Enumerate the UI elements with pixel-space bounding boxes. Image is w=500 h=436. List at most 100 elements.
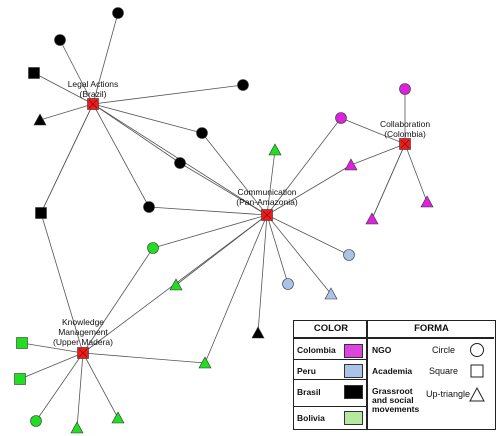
edge-comm — [266, 214, 350, 256]
legend-category-ngo: NGO — [372, 345, 392, 355]
edge-know — [35, 352, 84, 422]
brasil-triangle-node — [251, 326, 265, 339]
hub-label-know-line3: (Upper Madera) — [53, 337, 113, 347]
legend-country-bolivia: Bolivia — [297, 413, 325, 423]
edge-legal — [92, 84, 244, 105]
edge-cross-link — [201, 132, 268, 216]
edge-legal — [92, 103, 203, 134]
hubs-layer — [77, 98, 411, 359]
legend-row-rule — [294, 379, 366, 380]
edge-legal — [33, 72, 94, 105]
hub-label-collab-line1: Collaboration — [380, 119, 430, 129]
legend-color-header: COLOR — [313, 323, 349, 334]
edge-comm — [257, 214, 268, 334]
legend-category-grassroot: Grassroot and social movements — [372, 386, 420, 414]
bolivia-triangle-node — [70, 421, 84, 434]
legend-country-colombia: Colombia — [297, 345, 336, 355]
hub-label-comm-line1: Communication — [237, 187, 296, 197]
hub-label-comm-line2: (Pan-Amazonia) — [236, 197, 298, 207]
legend-swatch-brasil — [344, 385, 363, 399]
edge-know — [76, 352, 84, 429]
colombia-triangle-node — [420, 195, 434, 208]
edge-comm — [266, 214, 332, 295]
edge-cross-link — [266, 164, 352, 216]
brasil-circle-node — [174, 157, 186, 169]
legend-divider-main — [366, 321, 368, 429]
brasil-circle-node — [54, 34, 66, 46]
legend-shape-circle-label: Circle — [432, 345, 456, 355]
edge-cross-link — [82, 247, 154, 354]
edge-cross-link — [40, 212, 84, 354]
edge-legal — [92, 103, 150, 208]
edge-know — [82, 352, 119, 419]
edge-legal — [39, 103, 94, 121]
edge-cross-link — [148, 206, 268, 216]
legend-shape-icons — [469, 343, 485, 402]
legend-table: COLOR FORMA Colombia Peru Brasil Bolivia… — [293, 320, 496, 430]
edge-collab — [350, 143, 406, 166]
square-icon — [470, 364, 484, 378]
legend-header-rule — [294, 337, 494, 339]
brasil-circle-node — [143, 201, 155, 213]
bolivia-triangle-node — [198, 356, 212, 369]
triangle-icon — [469, 386, 485, 402]
edges-layer — [19, 12, 428, 429]
edge-know — [19, 352, 84, 380]
edge-collab — [404, 143, 428, 203]
brasil-triangle-node — [33, 113, 47, 126]
bolivia-circle-node — [147, 242, 159, 254]
hub-label-know-line1: Knowledge — [62, 317, 104, 327]
edge-comm — [204, 214, 268, 364]
edge-cross-link — [40, 103, 94, 214]
hub-label-legal-line1: Legal Actions — [68, 79, 119, 89]
legend-swatch-peru — [344, 364, 363, 378]
legend-country-peru: Peru — [297, 366, 316, 376]
edge-cross-link — [371, 143, 406, 220]
brasil-circle-node — [196, 127, 208, 139]
hub-cross-mark — [262, 210, 272, 220]
brasil-circle-node — [112, 7, 124, 19]
edge-comm — [266, 149, 276, 216]
colombia-circle-node — [335, 112, 347, 124]
legend-row-rule — [294, 359, 366, 360]
hub-label-collab-line2: (Colombia) — [384, 129, 426, 139]
bolivia-square-node — [14, 373, 26, 385]
legend-country-brasil: Brasil — [297, 387, 321, 397]
peru-triangle-node — [324, 287, 338, 300]
legend-shape-triangle-label: Up-triangle — [426, 389, 471, 399]
edge-cross-link — [179, 162, 268, 216]
circle-icon — [470, 343, 484, 357]
edge-know — [21, 342, 84, 354]
brasil-square-node — [35, 207, 47, 219]
brasil-square-node — [28, 67, 40, 79]
edge-cross-link — [82, 352, 206, 364]
legend-row-rule — [294, 406, 366, 407]
nodes-layer — [14, 7, 434, 434]
bolivia-triangle-node — [111, 411, 125, 424]
edge-legal — [92, 12, 119, 105]
peru-circle-node — [343, 249, 355, 261]
hub-cross-mark — [88, 99, 98, 109]
edge-collab — [340, 117, 406, 145]
bolivia-square-node — [16, 337, 28, 349]
legend-shape-square-label: Square — [429, 366, 459, 376]
bolivia-triangle-node — [169, 278, 183, 291]
edge-legal — [59, 39, 94, 105]
edge-legal — [92, 103, 181, 164]
edge-comm — [266, 214, 289, 285]
brasil-circle-node — [237, 79, 249, 91]
colombia-triangle-node — [344, 158, 358, 171]
edge-comm — [152, 214, 268, 249]
legend-forma-header: FORMA — [414, 323, 449, 334]
legend-swatch-bolivia — [344, 411, 363, 425]
bolivia-triangle-node — [268, 143, 282, 156]
bolivia-circle-node — [30, 415, 42, 427]
hub-label-know-line2: Management — [58, 327, 108, 337]
colombia-triangle-node — [365, 212, 379, 225]
hub-cross-mark — [78, 348, 88, 358]
legend-category-academia: Academia — [372, 366, 413, 376]
peru-circle-node — [282, 278, 294, 290]
hub-label-legal-line2: (Brazil) — [80, 89, 107, 99]
edge-cross-link — [266, 117, 342, 216]
